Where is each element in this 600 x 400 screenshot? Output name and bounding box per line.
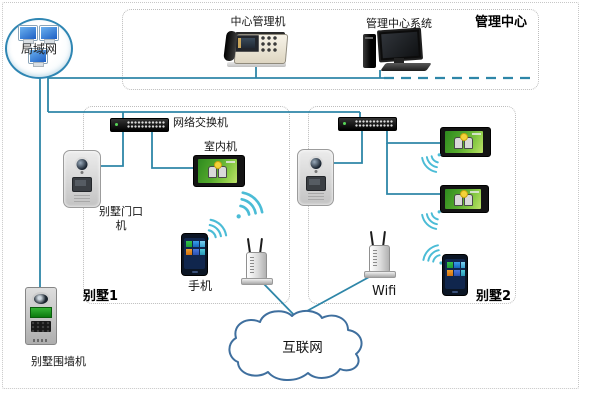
indoor-unit-screen	[445, 189, 481, 209]
computer-icon	[29, 49, 47, 67]
pc-tower	[363, 34, 376, 68]
internet-label: 互联网	[282, 340, 323, 356]
villa2-network-switch	[338, 117, 397, 131]
line-switch2-to-indoor2b	[386, 143, 440, 195]
switch-led	[343, 122, 346, 125]
wifi-signal-icon	[416, 238, 446, 268]
screen-figure	[218, 166, 227, 178]
villa1-smartphone-device	[181, 233, 208, 276]
screen-figure	[454, 137, 463, 149]
villa2-door-station-device	[297, 149, 334, 206]
smartphone-home-button	[191, 271, 198, 273]
console-screen	[235, 35, 259, 52]
access-point-device	[241, 237, 273, 285]
perimeter-station-device	[25, 287, 57, 345]
smartphone-screen	[184, 238, 205, 269]
internet-cloud	[224, 306, 376, 386]
ap-body	[369, 245, 390, 273]
switch-ports	[355, 120, 393, 128]
cloud-shape	[228, 310, 363, 381]
villa2-indoor-unit1-device	[440, 127, 491, 157]
door-screen	[72, 177, 92, 192]
screen-figure	[464, 194, 473, 206]
screen-sun	[460, 190, 468, 198]
speaker-grill	[33, 339, 49, 342]
villa1-indoor-unit-device	[193, 155, 245, 187]
screen-osd-text	[226, 161, 235, 163]
lan-node: 局域网	[5, 18, 73, 79]
keypad	[31, 321, 51, 332]
speaker-grill	[74, 194, 90, 202]
screen-figure	[454, 194, 463, 206]
indicator-dot	[80, 171, 84, 174]
villa2-wifi-label: Wifi	[372, 284, 397, 299]
ap-base	[364, 271, 396, 278]
console-base	[227, 62, 286, 67]
line-ap1-to-cloud	[261, 281, 297, 318]
villa1-door-label: 别墅门口机	[99, 205, 143, 232]
screen-osd-text	[470, 191, 479, 193]
camera-icon	[308, 156, 323, 171]
switch-led	[115, 123, 118, 126]
villa2-title: 别墅2	[476, 289, 512, 304]
villa1-indoor-label: 室内机	[204, 140, 237, 153]
villa1-switch-label: 网络交换机	[173, 116, 228, 129]
wifi-signal-icon	[415, 207, 444, 236]
indicator-dot	[314, 170, 317, 173]
console-label: 中心管理机	[230, 15, 286, 28]
management-pc-device	[361, 27, 432, 72]
line-switch2-to-door2	[331, 130, 363, 164]
smartphone-screen	[445, 259, 465, 289]
indoor-unit-screen	[198, 159, 237, 183]
system-label: 管理中心系统	[366, 17, 432, 30]
screen-sun	[460, 133, 468, 141]
console-keys	[261, 36, 279, 52]
line-switch1-to-indoor1	[151, 130, 193, 169]
management-center-box	[122, 9, 539, 90]
villa2-smartphone-device	[442, 254, 468, 296]
camera-icon	[32, 292, 50, 306]
outer-dotted-border	[2, 2, 579, 389]
camera-icon	[74, 157, 90, 172]
speaker-grill	[307, 192, 324, 200]
wifi-signal-icon	[415, 150, 444, 179]
villa2-indoor-unit2-device	[440, 185, 489, 213]
perimeter-label: 别墅围墙机	[31, 355, 86, 368]
management-console-device	[223, 29, 289, 67]
wifi-signal-icon	[232, 183, 272, 223]
screen-figure	[464, 137, 473, 149]
lan-label: 局域网	[20, 42, 57, 56]
line-switch2-to-indoor2a	[386, 130, 440, 144]
villa1-title: 别墅1	[83, 289, 119, 304]
wifi-access-point-device	[364, 230, 396, 279]
screen-sun	[214, 161, 222, 169]
switch-ports	[127, 121, 165, 129]
villa1-phone-label: 手机	[188, 279, 213, 293]
screen-figure	[208, 166, 217, 178]
villa1-network-switch	[110, 118, 169, 132]
computer-icon	[40, 26, 58, 44]
indoor-unit-screen	[445, 131, 483, 153]
ap-body	[246, 252, 267, 280]
door-screen	[305, 176, 326, 191]
ap-base	[241, 278, 273, 285]
line-switch1-to-door1	[99, 130, 124, 167]
computer-icon	[19, 26, 37, 44]
villa1-door-station-device	[63, 150, 101, 208]
management-center-title: 管理中心	[475, 15, 528, 30]
screen-osd-text	[472, 133, 481, 135]
pc-keyboard	[380, 63, 432, 71]
pc-stand	[394, 58, 404, 63]
perimeter-screen	[30, 307, 52, 318]
smartphone-home-button	[452, 291, 458, 293]
